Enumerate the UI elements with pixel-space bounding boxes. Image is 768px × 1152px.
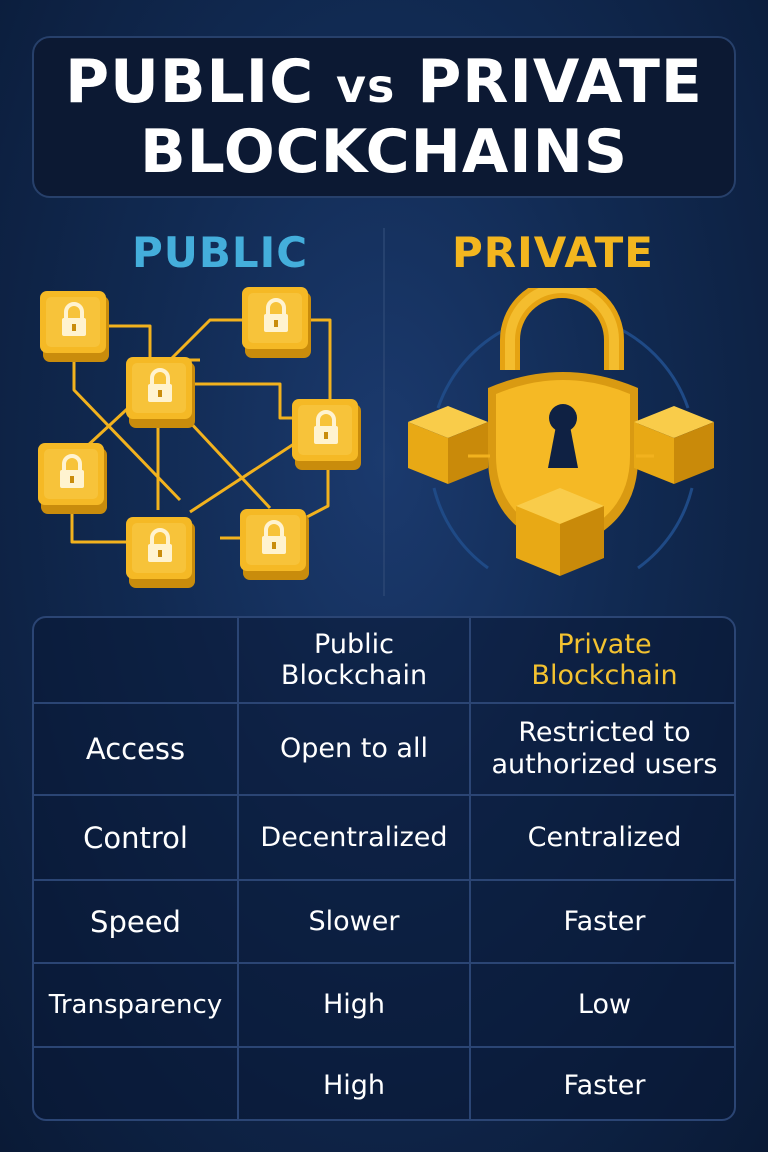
cell-public-control: Decentralized <box>237 794 471 881</box>
row-label-speed: Speed <box>34 879 239 964</box>
title-line-2: BLOCKCHAINS <box>139 117 629 187</box>
cell-private-control: Centralized <box>469 794 734 881</box>
cell-private-speed: Faster <box>469 879 734 964</box>
table-row: Speed Slower Faster <box>34 879 734 964</box>
row-label-access: Access <box>34 702 239 796</box>
row-label-transparency: Transparency <box>34 962 239 1048</box>
cell-public-extra: High <box>237 1046 471 1119</box>
cell-private-transparency: Low <box>469 962 734 1048</box>
padlock-shield-with-cubes-icon <box>408 288 714 576</box>
cell-public-access: Open to all <box>237 702 471 796</box>
cell-private-access: Restricted to authorized users <box>469 702 734 796</box>
public-section-label: PUBLIC <box>131 228 309 277</box>
cell-public-speed: Slower <box>237 879 471 964</box>
title-line-1: PUBLIC vs PRIVATE <box>65 49 703 119</box>
network-of-lock-blocks-icon <box>36 285 363 590</box>
table-row: Transparency High Low <box>34 962 734 1048</box>
table-row: High Faster <box>34 1046 734 1119</box>
cell-public-transparency: High <box>237 962 471 1048</box>
comparison-table: Public Blockchain Private Blockchain Acc… <box>32 616 736 1121</box>
title-banner: PUBLIC vs PRIVATE BLOCKCHAINS <box>32 36 736 198</box>
table-row: Access Open to all Restricted to authori… <box>34 702 734 796</box>
table-row: Control Decentralized Centralized <box>34 794 734 881</box>
table-header-public: Public Blockchain <box>237 618 471 704</box>
table-header-empty <box>34 618 239 704</box>
row-label-empty <box>34 1046 239 1119</box>
cell-private-extra: Faster <box>469 1046 734 1119</box>
private-section-label: PRIVATE <box>452 228 654 277</box>
title-public-word: PUBLIC <box>65 47 315 117</box>
row-label-control: Control <box>34 794 239 881</box>
title-vs-word: vs <box>336 59 396 113</box>
table-header-private: Private Blockchain <box>469 618 734 704</box>
table-header-row: Public Blockchain Private Blockchain <box>34 618 734 704</box>
title-private-word: PRIVATE <box>417 47 703 117</box>
section-divider <box>383 228 385 596</box>
